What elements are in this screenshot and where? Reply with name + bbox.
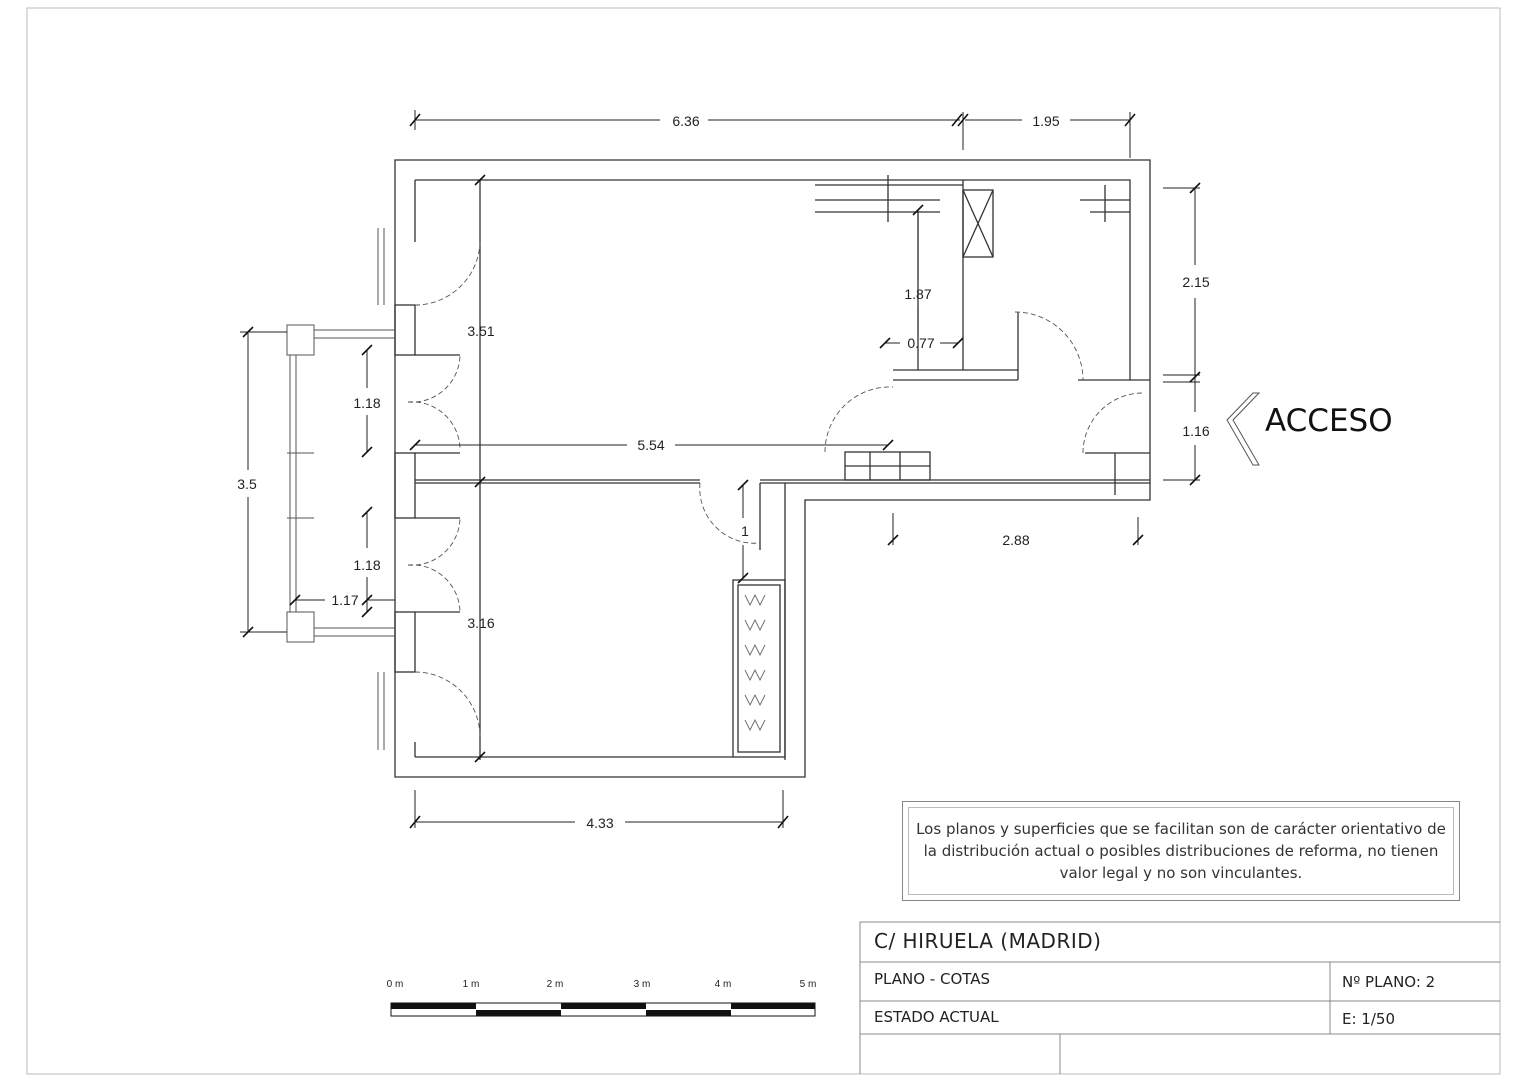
scale-label-4: 4 m	[715, 979, 732, 990]
terrace	[286, 228, 395, 750]
dim-balcony-lower: 1.18	[353, 557, 380, 573]
dim-bottom-left: 4.33	[586, 815, 613, 831]
title-block-grid	[859, 921, 1500, 1074]
dim-balcony-total: 3.5	[237, 476, 257, 492]
title-plan-number: Nº PLANO: 2	[1342, 973, 1436, 991]
dim-door-1: 1	[741, 523, 749, 539]
title-plan-type: PLANO - COTAS	[874, 970, 991, 988]
disclaimer-box: Los planos y superficies que se facilita…	[902, 801, 1460, 901]
dimension-lines	[240, 110, 1200, 828]
scale-label-0: 0 m	[387, 979, 404, 990]
scale-label-5: 5 m	[800, 979, 817, 990]
dim-left-room-lower: 3.16	[467, 615, 494, 631]
dim-balcony-upper: 1.18	[353, 395, 380, 411]
scale-label-1: 1 m	[463, 979, 480, 990]
dim-right-lower: 1.16	[1182, 423, 1209, 439]
dimension-ticks	[242, 113, 1201, 829]
title-state: ESTADO ACTUAL	[874, 1008, 999, 1026]
dim-top-left: 6.36	[672, 113, 699, 129]
disclaimer-line-2: la distribución actual o posibles distri…	[923, 842, 1439, 860]
dim-top-right: 1.95	[1032, 113, 1059, 129]
title-scale: E: 1/50	[1342, 1010, 1395, 1028]
scale-label-2: 2 m	[547, 979, 564, 990]
dim-bottom-right: 2.88	[1002, 532, 1029, 548]
disclaimer-text: Los planos y superficies que se facilita…	[908, 807, 1454, 895]
disclaimer-line-1: Los planos y superficies que se facilita…	[916, 820, 1446, 838]
dim-balcony-depth: 1.17	[331, 592, 358, 608]
dim-corridor: 5.54	[637, 437, 664, 453]
dim-left-room-upper: 3.51	[467, 323, 494, 339]
walls	[394, 159, 1151, 778]
door-swings	[407, 241, 1144, 738]
access-label: ACCESO	[1265, 403, 1393, 439]
scale-bar	[390, 1002, 816, 1017]
title-address: C/ HIRUELA (MADRID)	[874, 929, 1102, 953]
dim-inner-1-87: 1.87	[904, 286, 931, 302]
dim-right-upper: 2.15	[1182, 274, 1209, 290]
disclaimer-line-3: valor legal y no son vinculantes.	[1059, 864, 1303, 882]
scale-label-3: 3 m	[634, 979, 651, 990]
wardrobe-marks	[744, 593, 766, 732]
dim-inner-0-77: 0.77	[907, 335, 934, 351]
access-arrow-icon	[1226, 392, 1261, 466]
sheet-frame	[26, 7, 1501, 1075]
